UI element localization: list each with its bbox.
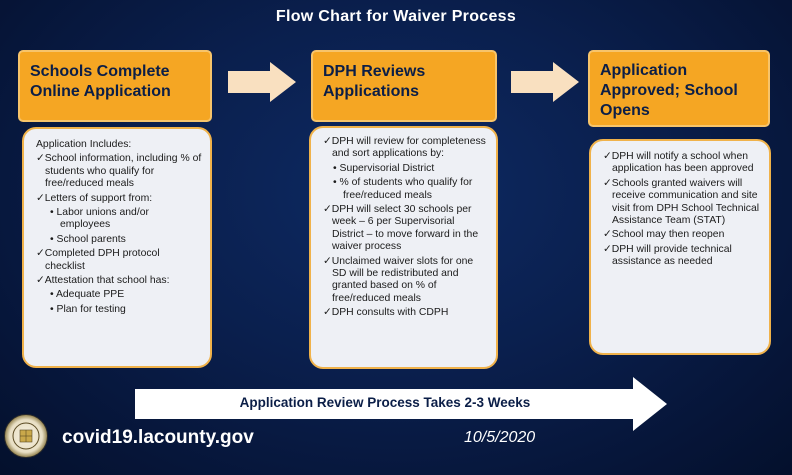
checklist-item: ✓School information, including % of stud… — [36, 153, 202, 190]
checklist-item: ✓Letters of support from: — [36, 192, 153, 204]
bullet-item: • Adequate PPE — [50, 289, 125, 301]
step-2-header: DPH Reviews Applications — [311, 50, 497, 122]
checklist-item: ✓Unclaimed waiver slots for one SD will … — [323, 255, 474, 304]
county-seal-logo — [4, 414, 48, 458]
bullet-item: • Plan for testing — [50, 303, 126, 315]
timeline-arrow — [135, 377, 667, 431]
bullet-item: • % of students who qualify for free/red… — [333, 177, 473, 201]
checklist-item: ✓Attestation that school has: — [36, 275, 170, 287]
checklist-item: ✓DPH consults with CDPH — [323, 307, 449, 319]
arrow-step-1-to-2 — [228, 62, 296, 102]
arrow-step-2-to-3 — [511, 62, 579, 102]
bullet-item: • Labor unions and/or employees — [50, 207, 149, 231]
checklist-item: ✓School may then reopen — [603, 229, 725, 241]
checklist-item: ✓Schools granted waivers will receive co… — [603, 177, 760, 227]
arrow-shape — [228, 62, 296, 102]
checklist-item: ✓DPH will notify a school when applicati… — [603, 151, 754, 175]
details-heading: Application Includes: — [36, 139, 132, 150]
step-3-details: ✓DPH will notify a school when applicati… — [589, 139, 771, 355]
bullet-item: • Supervisorial District — [333, 162, 435, 174]
website-url: covid19.lacounty.gov — [62, 427, 254, 448]
checklist-item: ✓Completed DPH protocol checklist — [36, 248, 160, 272]
seal-icon — [12, 422, 40, 450]
slide-date: 10/5/2020 — [464, 429, 536, 446]
bullet-item: • School parents — [50, 233, 126, 245]
timeline-arrow-shape — [135, 377, 667, 431]
checklist-item: ✓DPH will select 30 schools per week – 6… — [323, 204, 479, 253]
checklist-item: ✓DPH will review for completeness and so… — [323, 136, 486, 160]
step-1-details: Application Includes: ✓School information… — [22, 127, 212, 368]
timeline-label: Application Review Process Takes 2-3 Wee… — [239, 395, 531, 410]
checklist-item: ✓DPH will provide technical assistance a… — [603, 243, 732, 268]
arrow-shape — [511, 62, 579, 102]
step-2-details: ✓DPH will review for completeness and so… — [309, 126, 498, 369]
step-1-header: Schools Complete Online Application — [18, 50, 212, 122]
step-3-header: Application Approved; School Opens — [588, 50, 770, 127]
page-title: Flow Chart for Waiver Process — [275, 8, 517, 25]
